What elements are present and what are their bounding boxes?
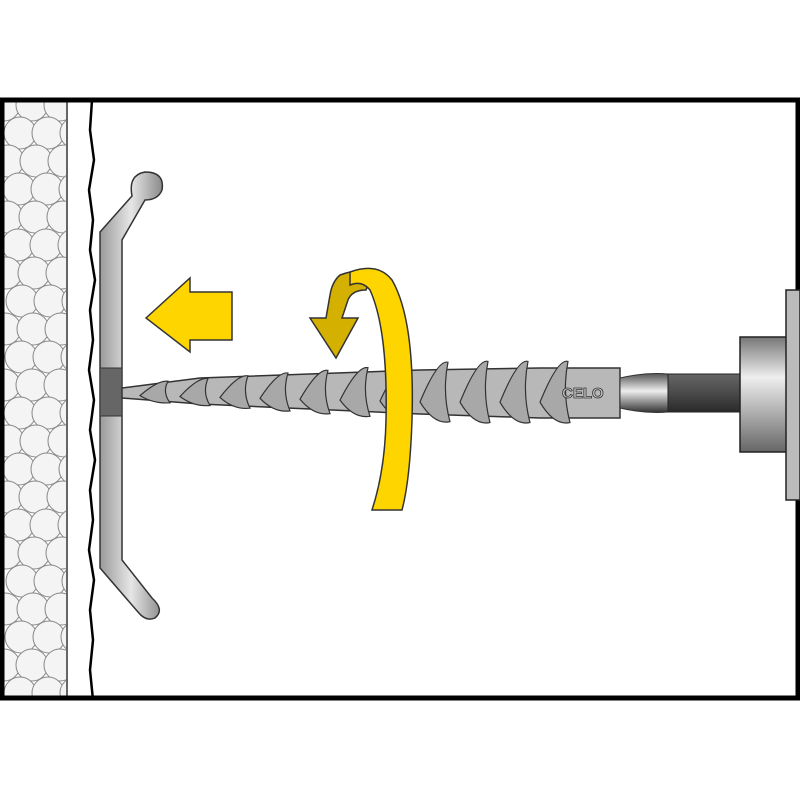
brand-label: CELO xyxy=(562,385,604,402)
insulation-bead xyxy=(15,368,49,402)
push-arrow-left-icon xyxy=(144,276,233,354)
insulation-bead xyxy=(3,396,37,430)
insulation-bead xyxy=(1,228,35,262)
screw-thread xyxy=(419,361,451,423)
insulation-bead xyxy=(17,536,51,570)
wall-surface-edge xyxy=(87,99,97,701)
screw-thread xyxy=(259,372,291,412)
insulation-bead xyxy=(43,648,66,682)
screw-thread xyxy=(299,369,331,415)
insulation-bead xyxy=(4,340,38,374)
insulation-bead xyxy=(45,256,66,290)
insulation-bead xyxy=(61,289,66,313)
insulation-bead xyxy=(58,175,66,203)
insulation-bead xyxy=(3,676,37,698)
insulation-bead xyxy=(45,536,66,570)
insulation-bead xyxy=(44,312,66,346)
insulation-bead xyxy=(15,100,49,122)
insulation-bead xyxy=(33,284,66,318)
insulation-bead xyxy=(31,396,65,430)
insulation-bead xyxy=(18,200,52,234)
insulation-bead xyxy=(32,620,66,654)
insulation-bead xyxy=(19,424,53,458)
insulation-bead xyxy=(5,284,39,318)
insulation-bead xyxy=(43,368,66,402)
insulation-bead xyxy=(3,116,37,150)
insulation-bead xyxy=(43,100,66,122)
screw-thread xyxy=(219,375,251,410)
insulation-bead xyxy=(47,144,66,178)
insulation-bead xyxy=(2,452,36,486)
insulation-bead xyxy=(60,344,66,370)
insulation-bead xyxy=(33,564,66,598)
screw-thread xyxy=(138,380,172,404)
insulation-bead xyxy=(61,569,66,593)
insulation-bead xyxy=(59,679,66,698)
insulation-bead xyxy=(19,144,53,178)
drill-bit-shank xyxy=(667,373,741,413)
insulation-layer xyxy=(0,100,66,698)
insulation-bead xyxy=(57,230,66,260)
screw-thread xyxy=(539,360,571,424)
insulation-bead xyxy=(30,172,64,206)
insulation-bead xyxy=(58,455,66,483)
insulation-bead xyxy=(2,172,36,206)
screw-thread xyxy=(339,367,371,418)
insulation-bead xyxy=(16,592,50,626)
screw-thread xyxy=(459,360,491,424)
insulation-bead xyxy=(60,624,66,650)
insulation-bead xyxy=(15,648,49,682)
insulation-bead xyxy=(29,228,63,262)
insulation-bead xyxy=(1,508,35,542)
insulation-bead xyxy=(32,340,66,374)
insulation-bead xyxy=(5,564,39,598)
insulation-bead xyxy=(31,116,65,150)
screw-thread xyxy=(499,360,531,424)
insulation-bead xyxy=(31,676,65,698)
drill-chuck xyxy=(739,336,791,453)
insulation-bead xyxy=(59,119,66,147)
rotation-arrow-front-icon xyxy=(349,267,414,511)
insulation-bead xyxy=(30,452,64,486)
insulation-bead xyxy=(44,592,66,626)
insulation-bead xyxy=(16,312,50,346)
drill-body xyxy=(785,289,800,501)
screwdriver-tip xyxy=(619,373,669,413)
insulation-bead xyxy=(4,620,38,654)
screw-thread xyxy=(179,377,211,407)
insulation-bead xyxy=(46,200,66,234)
insulation-bead xyxy=(57,510,66,540)
insulation-bead xyxy=(18,480,52,514)
insulation-bead xyxy=(59,399,66,427)
insulation-bead xyxy=(29,508,63,542)
insulation-bead xyxy=(46,480,66,514)
insulation-bead xyxy=(17,256,51,290)
anchor-bracket xyxy=(99,171,164,620)
anchor-collar xyxy=(99,367,123,417)
insulation-bead xyxy=(47,424,66,458)
